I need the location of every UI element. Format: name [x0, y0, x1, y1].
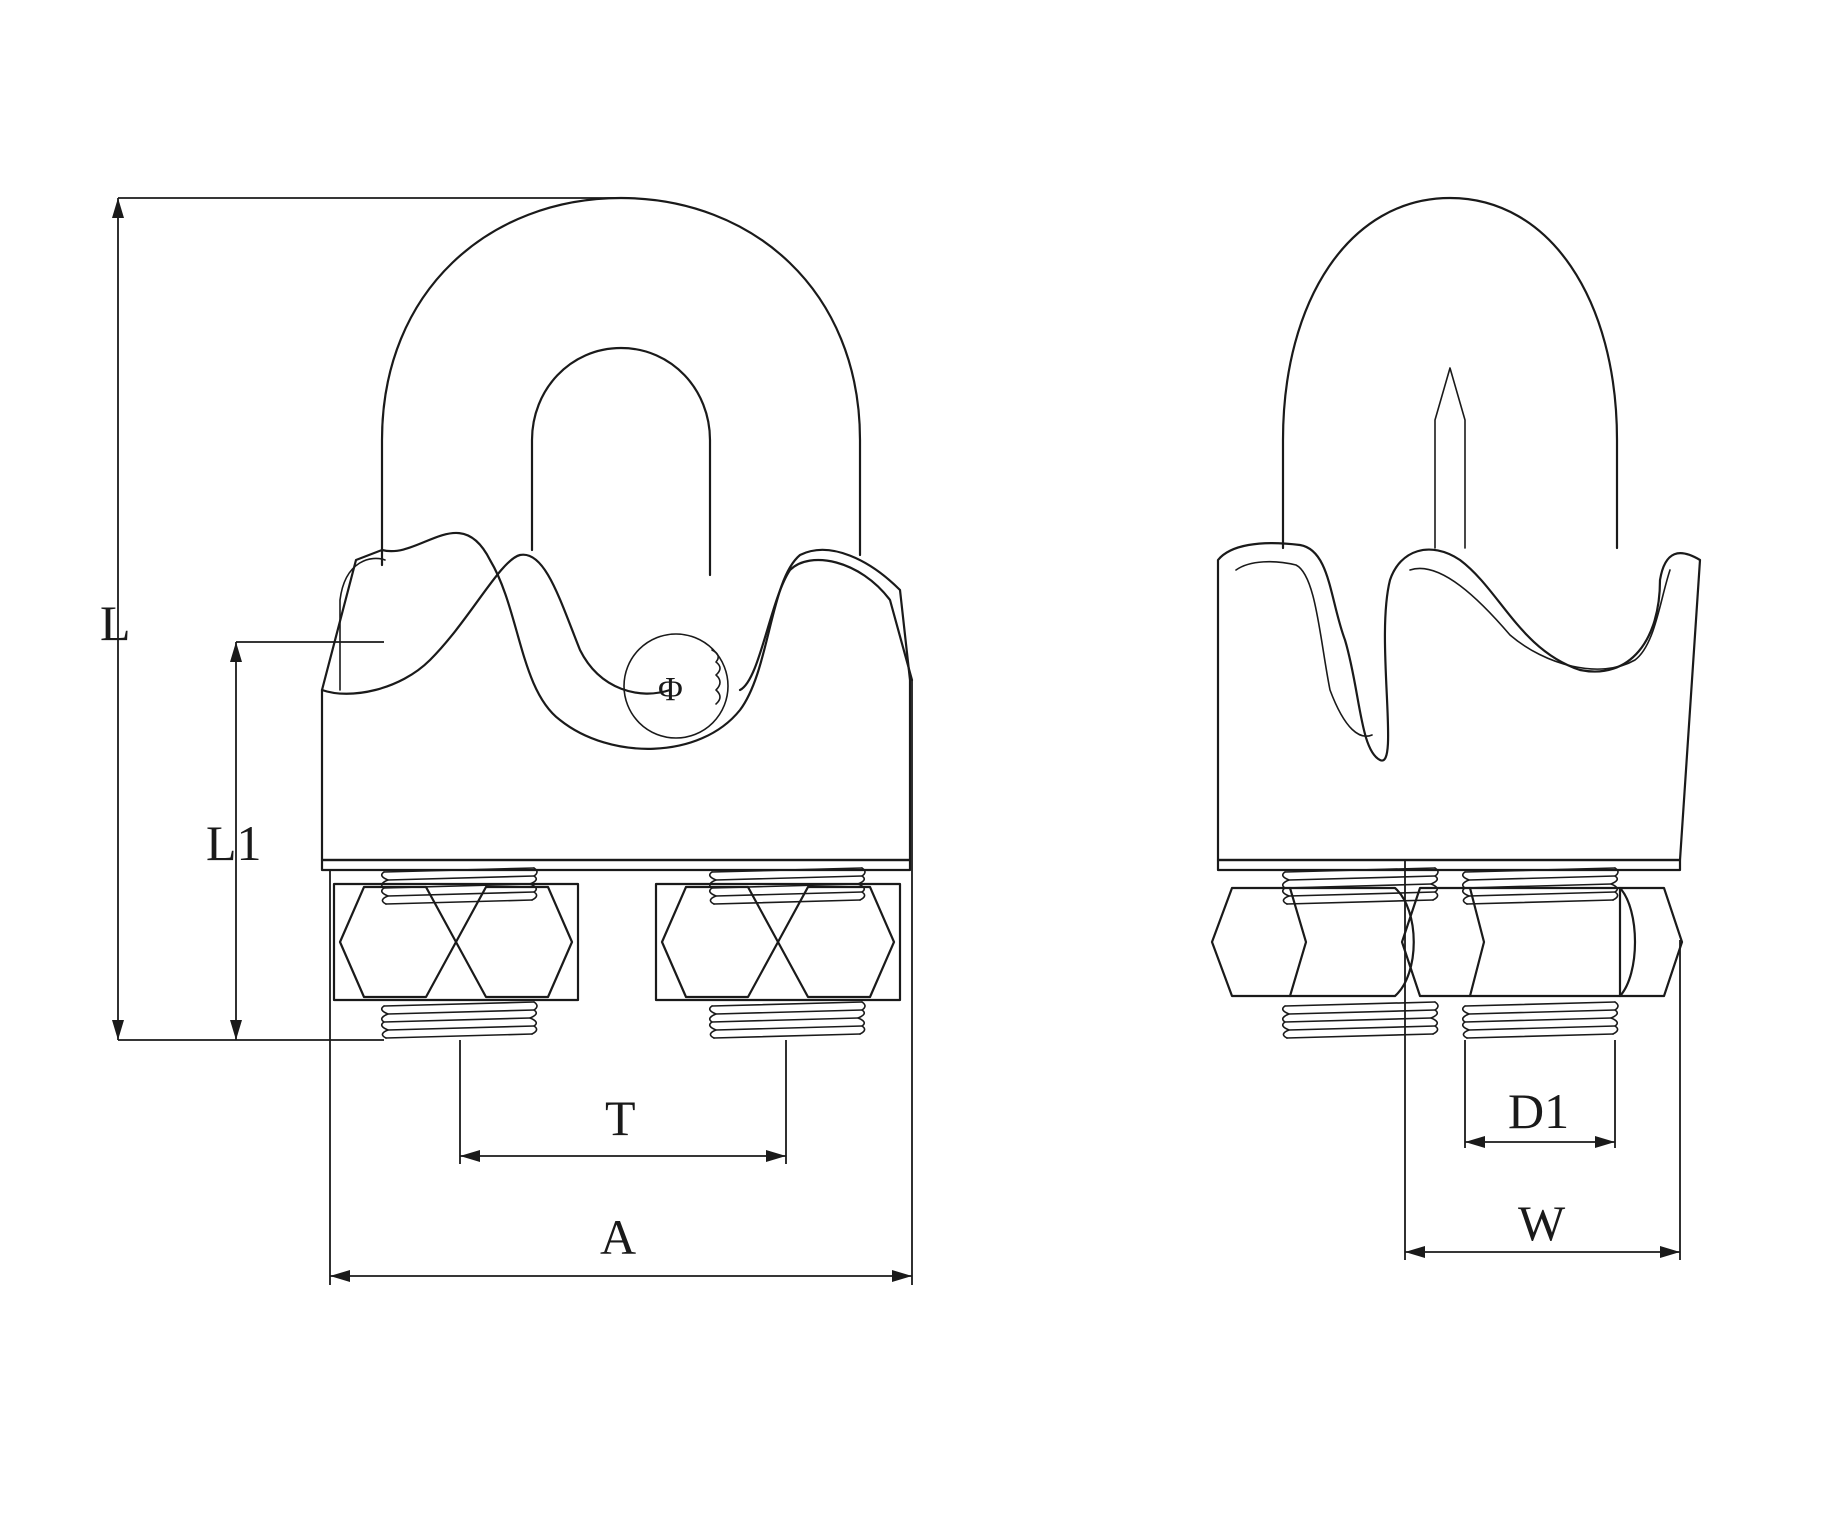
rope-circle	[623, 633, 729, 739]
label-W: W	[1518, 1195, 1566, 1251]
thread-lower-left	[380, 1001, 538, 1039]
side-nut-right-end	[1618, 886, 1684, 998]
side-thread-upper-left	[1281, 867, 1439, 905]
label-L: L	[100, 595, 131, 651]
saddle-body	[320, 531, 912, 862]
saddle-curve-right	[738, 558, 914, 692]
dimension-T: T	[459, 1040, 787, 1164]
u-bolt-inner	[530, 346, 712, 577]
side-u-bolt	[1281, 196, 1619, 550]
side-saddle-inner-right	[1409, 567, 1671, 670]
dimension-W: W	[1404, 860, 1681, 1260]
label-A: A	[600, 1209, 636, 1265]
rope-strands	[711, 649, 721, 705]
dimension-L: L	[100, 197, 621, 1041]
u-bolt-outer	[380, 196, 862, 567]
side-saddle-inner	[1235, 560, 1373, 737]
side-saddle-base	[1216, 858, 1682, 872]
side-saddle-body	[1216, 542, 1702, 862]
front-view: Φ	[320, 196, 914, 1039]
side-view	[1210, 196, 1702, 1039]
side-thread-upper-right	[1461, 867, 1619, 905]
side-u-bolt-tip	[1434, 367, 1466, 549]
side-nut-right-body	[1468, 886, 1637, 998]
label-L1: L1	[206, 815, 262, 871]
side-thread-lower-left	[1281, 1001, 1439, 1039]
dimension-D1: D1	[1464, 1040, 1616, 1148]
phi-label: Φ	[658, 671, 683, 708]
saddle-curve	[320, 553, 672, 695]
label-T: T	[605, 1090, 636, 1146]
saddle-base	[320, 858, 912, 872]
dimension-L1: L1	[206, 641, 384, 1040]
side-nut-left-body	[1288, 886, 1415, 998]
side-nut-left	[1210, 886, 1308, 998]
saddle-inner-left	[339, 557, 386, 691]
side-thread-lower-right	[1461, 1001, 1619, 1039]
thread-lower-right	[708, 1001, 866, 1039]
side-nut-right	[1400, 886, 1486, 998]
dimension-A: A	[329, 680, 913, 1285]
nut-right	[654, 882, 902, 1002]
label-D1: D1	[1508, 1083, 1569, 1139]
